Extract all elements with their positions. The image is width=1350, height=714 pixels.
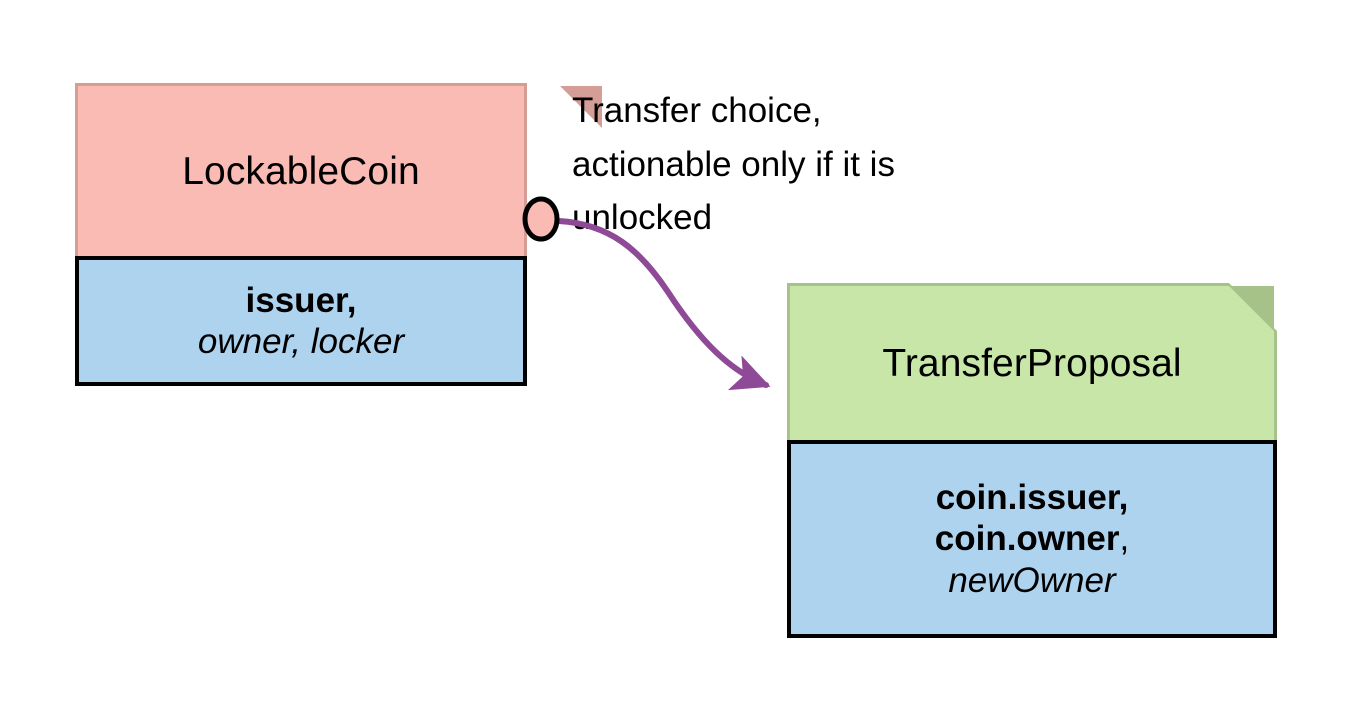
param-item-label: coin.owner: [934, 519, 1120, 559]
folded-corner-lockable-coin: [560, 86, 602, 128]
node-transfer-proposal[interactable]: TransferProposal coin.issuer, coin.owner…: [787, 283, 1277, 638]
param-item-suffix: ,: [1119, 519, 1130, 559]
node-lockable-coin-body: issuer, owner, locker: [75, 256, 527, 386]
param-item: newOwner: [948, 560, 1116, 600]
node-lockable-coin-title: LockableCoin: [182, 150, 420, 194]
edge-label-line: unlocked: [572, 198, 713, 238]
param-item: coin.owner,: [935, 518, 1129, 559]
node-transfer-proposal-header: TransferProposal: [787, 283, 1277, 443]
edge-label-transfer-choice: Transfer choice, actionable only if it i…: [572, 84, 895, 245]
choice-circle-icon[interactable]: [522, 196, 560, 242]
node-transfer-proposal-body: coin.issuer, coin.owner, newOwner: [787, 440, 1277, 638]
node-transfer-proposal-title: TransferProposal: [882, 342, 1182, 386]
node-lockable-coin-header: LockableCoin: [75, 83, 527, 259]
edge-label-line: actionable only if it is: [572, 144, 895, 184]
param-item: owner, locker: [197, 322, 405, 361]
node-lockable-coin[interactable]: LockableCoin issuer, owner, locker: [75, 83, 605, 386]
edge-label-line: Transfer choice,: [572, 91, 822, 130]
param-item: issuer,: [245, 280, 357, 320]
param-item: coin.issuer,: [935, 478, 1129, 518]
edge-curve-transfer-choice: [556, 218, 771, 391]
folded-corner-transfer-proposal: [1229, 286, 1274, 331]
